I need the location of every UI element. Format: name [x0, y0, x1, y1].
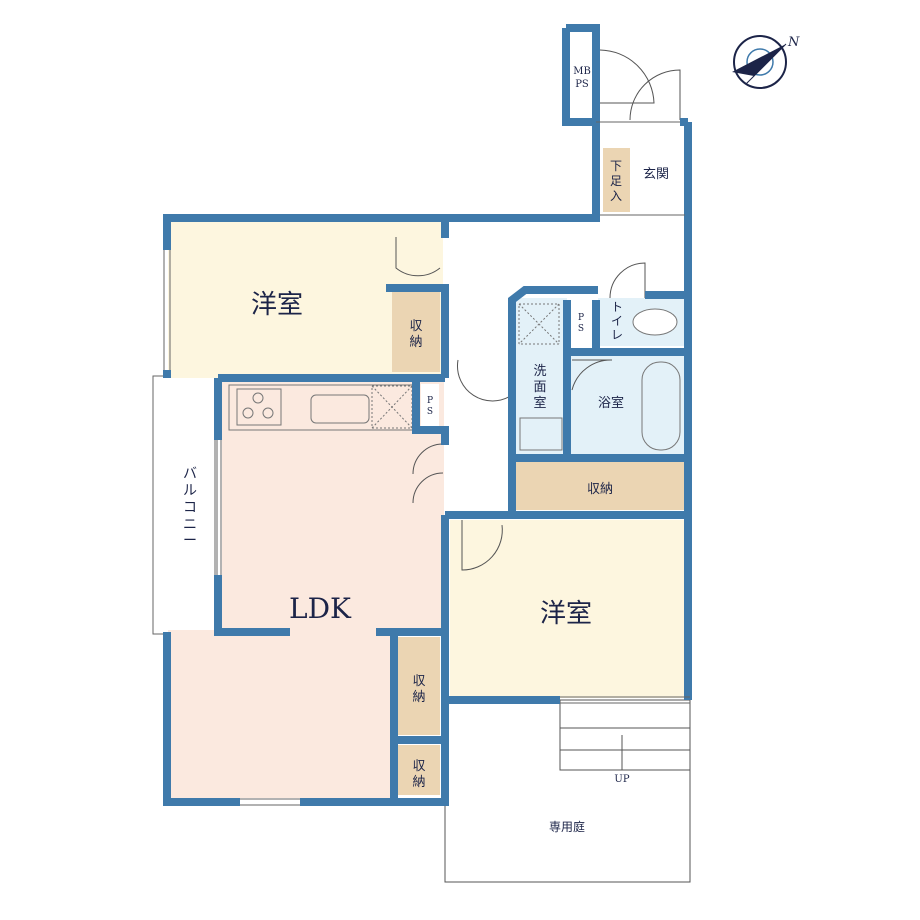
mbps-label: MB PS	[573, 66, 591, 90]
compass-icon	[732, 35, 787, 89]
balcony-label-char: バ	[183, 466, 197, 482]
storage-3-label-char: 納	[412, 690, 425, 705]
storage-3-label-char: 収	[412, 674, 425, 689]
ps-wet-char: P	[578, 313, 584, 323]
entrance-label: 玄関	[643, 167, 669, 182]
washroom-label-char: 洗	[533, 364, 546, 379]
storage-2-label: 収納	[587, 482, 613, 497]
toilet-bowl	[632, 308, 678, 336]
toilet-label: ト イ レ	[611, 300, 623, 342]
bathroom-area	[570, 355, 685, 455]
washroom-area	[515, 298, 567, 456]
balcony-label: バ ル コ ニ ー	[183, 466, 197, 549]
storage-1-label-char: 納	[409, 335, 422, 350]
storage-4-label: 収 納	[412, 759, 425, 790]
storage-3-label: 収 納	[412, 674, 425, 705]
shoe-storage-label-char: 入	[610, 189, 622, 203]
toilet-label-char: レ	[611, 328, 623, 342]
ps-kitchen-box	[421, 384, 439, 426]
bathroom-label: 浴室	[598, 395, 624, 411]
walls	[163, 24, 692, 806]
ps-wet-label: P S	[571, 298, 592, 346]
toilet-label-char: イ	[611, 314, 623, 328]
storage-1-area	[392, 292, 440, 372]
storage-1-label: 収 納	[409, 319, 422, 350]
door-swings	[395, 49, 681, 571]
shoe-storage-label: 下 足 入	[610, 159, 622, 203]
ldk-label: LDK	[289, 592, 352, 625]
compass-north-label: N	[787, 35, 800, 50]
mbps-label-line: PS	[575, 79, 589, 90]
washroom-label: 洗 面 室	[533, 364, 546, 411]
storage-3-area	[398, 637, 440, 735]
balcony-label-char: ー	[183, 533, 197, 549]
storage-1-label-char: 収	[409, 319, 422, 334]
ps-kitchen-char: P	[427, 396, 433, 406]
shoe-storage-area	[603, 148, 630, 212]
ldk-area-lower	[168, 630, 393, 798]
windows	[163, 121, 690, 806]
ps-wet-box	[571, 298, 592, 346]
shoe-storage-label-char: 足	[610, 174, 622, 188]
balcony-label-char: コ	[183, 500, 197, 516]
ps-kitchen-char: S	[427, 407, 433, 417]
storage-4-area	[398, 745, 440, 795]
western-room-2-area	[450, 520, 688, 698]
balcony-label-char: ニ	[183, 517, 197, 533]
storage-2-area	[515, 462, 685, 510]
up-label: UP	[614, 774, 629, 785]
balcony-label-char: ル	[183, 483, 197, 499]
entry-steps	[559, 699, 691, 771]
western-room-2-label: 洋室	[540, 599, 592, 629]
ps-wet-char: S	[578, 324, 584, 334]
balcony-area	[152, 375, 218, 635]
washing-machine-pan	[518, 303, 563, 451]
mbps-label-line: MB	[573, 66, 591, 77]
ps-kitchen-label: P S	[421, 384, 439, 426]
bathtub	[641, 361, 681, 451]
western-room-1-label: 洋室	[251, 290, 303, 320]
washroom-label-char: 面	[533, 380, 546, 395]
storage-4-label-char: 収	[412, 759, 425, 774]
storage-4-label-char: 納	[412, 775, 425, 790]
shoe-storage-label-char: 下	[610, 159, 622, 173]
private-garden-label: 専用庭	[549, 819, 585, 834]
toilet-label-char: ト	[611, 300, 623, 314]
washroom-label-char: 室	[533, 395, 546, 411]
kitchen-counter	[228, 384, 415, 431]
